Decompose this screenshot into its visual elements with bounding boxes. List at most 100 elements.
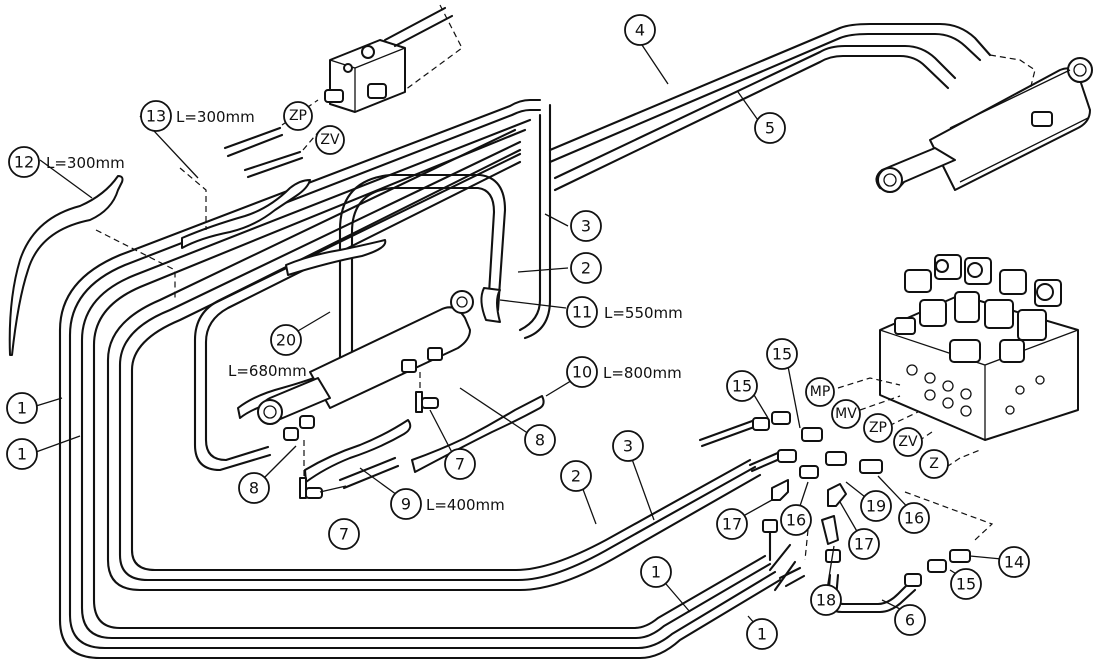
fittings-7-8	[283, 372, 439, 499]
svg-text:1: 1	[757, 625, 767, 644]
callout-1: 1	[6, 438, 38, 470]
svg-text:15: 15	[732, 377, 752, 396]
hose-zp-zv	[95, 99, 321, 300]
pipe-1-outer	[58, 98, 782, 660]
svg-text:ZP: ZP	[869, 420, 887, 436]
svg-text:15: 15	[772, 345, 792, 364]
callout-1: 1	[746, 618, 778, 650]
callout-8: 8	[238, 472, 270, 504]
cylinder-20	[257, 290, 474, 425]
svg-text:4: 4	[635, 21, 645, 40]
svg-text:9: 9	[401, 495, 411, 514]
pipe-4-5	[548, 22, 992, 192]
callout-3: 3	[612, 430, 644, 462]
hose-10	[411, 395, 545, 473]
callout-16: 16	[780, 504, 812, 536]
callout-3: 3	[570, 210, 602, 242]
main-valve-block	[837, 254, 1079, 541]
svg-text:16: 16	[786, 511, 806, 530]
length-label-20: L=680mm	[228, 362, 307, 380]
svg-text:ZV: ZV	[898, 434, 918, 450]
port-mp: MP	[805, 377, 835, 407]
svg-text:3: 3	[623, 437, 633, 456]
cylinder-top-right	[875, 54, 1093, 193]
port-z: Z	[919, 449, 949, 479]
callout-7: 7	[444, 448, 476, 480]
svg-text:15: 15	[956, 575, 976, 594]
pipe-2-3	[106, 103, 762, 592]
svg-text:20: 20	[276, 331, 296, 350]
callout-2: 2	[560, 460, 592, 492]
pipe-inner-loop	[193, 148, 522, 472]
callout-8: 8	[524, 424, 556, 456]
svg-text:2: 2	[581, 259, 591, 278]
svg-text:11: 11	[572, 303, 592, 322]
svg-text:1: 1	[651, 563, 661, 582]
callout-17: 17	[716, 508, 748, 540]
svg-text:14: 14	[1004, 553, 1024, 572]
hose-11	[338, 173, 507, 372]
callout-18: 18	[810, 584, 842, 616]
callout-2: 2	[570, 252, 602, 284]
callout-17: 17	[848, 528, 880, 560]
length-labels: L=300mm L=300mm L=550mm L=800mm L=680mm …	[46, 108, 683, 514]
callout-14: 14	[998, 546, 1030, 578]
callout-16: 16	[898, 502, 930, 534]
svg-text:12: 12	[14, 153, 34, 172]
svg-text:10: 10	[572, 363, 592, 382]
callout-15: 15	[950, 568, 982, 600]
callout-11: 11	[566, 296, 598, 328]
callout-15: 15	[766, 338, 798, 370]
svg-text:7: 7	[455, 455, 465, 474]
svg-text:5: 5	[765, 119, 775, 138]
port-zp-right: ZP	[863, 413, 893, 443]
callout-10: 10	[566, 356, 598, 388]
svg-text:18: 18	[816, 591, 836, 610]
svg-text:1: 1	[17, 445, 27, 464]
port-mv: MV	[831, 399, 861, 429]
solenoid-valves	[894, 254, 1062, 363]
length-label-9: L=400mm	[426, 496, 505, 514]
svg-text:7: 7	[339, 525, 349, 544]
callout-4: 4	[624, 14, 656, 46]
fittings-row	[698, 411, 971, 592]
callout-15: 15	[726, 370, 758, 402]
length-label-11: L=550mm	[604, 304, 683, 322]
svg-text:ZV: ZV	[320, 132, 340, 148]
port-zp-top: ZP	[283, 101, 313, 131]
callout-bubbles: 1 1 1 1 2 2 3 3 4 5 6 7 7 8 8 9 10 11 12…	[6, 14, 1030, 650]
svg-text:ZP: ZP	[289, 108, 307, 124]
callout-19: 19	[860, 490, 892, 522]
valve-block-ports	[906, 364, 1045, 417]
svg-text:2: 2	[571, 467, 581, 486]
svg-text:1: 1	[17, 399, 27, 418]
top-valve-block	[324, 4, 463, 113]
hose-13	[181, 179, 387, 276]
callout-1: 1	[6, 392, 38, 424]
svg-text:8: 8	[249, 479, 259, 498]
port-zv-top: ZV	[315, 125, 345, 155]
callout-20: 20	[270, 324, 302, 356]
svg-text:17: 17	[722, 515, 742, 534]
svg-text:Z: Z	[929, 456, 939, 472]
length-label-12: L=300mm	[46, 154, 125, 172]
callout-6: 6	[894, 604, 926, 636]
callout-1: 1	[640, 556, 672, 588]
port-labels: ZP ZV MP MV ZP ZV Z	[283, 101, 949, 479]
port-zv-right: ZV	[893, 427, 923, 457]
callout-7: 7	[328, 518, 360, 550]
callout-13: 13	[140, 100, 172, 132]
svg-text:17: 17	[854, 535, 874, 554]
svg-text:13: 13	[146, 107, 166, 126]
svg-text:8: 8	[535, 431, 545, 450]
hose-12	[8, 175, 124, 356]
length-label-13: L=300mm	[176, 108, 255, 126]
svg-text:16: 16	[904, 509, 924, 528]
svg-text:MP: MP	[810, 384, 831, 400]
svg-text:6: 6	[905, 611, 915, 630]
svg-text:19: 19	[866, 497, 886, 516]
svg-text:MV: MV	[835, 406, 857, 422]
callout-9: 9	[390, 488, 422, 520]
callout-5: 5	[754, 112, 786, 144]
